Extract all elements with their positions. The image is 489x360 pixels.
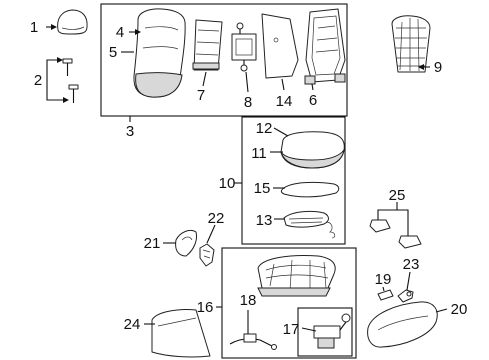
back-board-part xyxy=(261,13,299,79)
bracket-pair-part xyxy=(369,219,422,249)
side-trim-part xyxy=(151,309,211,358)
cushion-heater-part xyxy=(283,210,336,239)
callout-17: 17 xyxy=(283,321,300,338)
leader-lines xyxy=(46,24,448,334)
callout-22: 22 xyxy=(208,210,225,227)
callout-15: 15 xyxy=(254,180,271,197)
cushion-cover-part xyxy=(280,131,345,169)
callout-1: 1 xyxy=(30,19,38,36)
callout-24: 24 xyxy=(124,316,141,333)
switch-part xyxy=(377,289,394,301)
callout-8: 8 xyxy=(244,94,252,111)
trim-cover-part xyxy=(175,229,197,257)
callout-21: 21 xyxy=(144,235,161,252)
callout-5: 5 xyxy=(109,44,117,61)
callout-2: 2 xyxy=(34,72,42,89)
callout-10: 10 xyxy=(219,175,236,192)
seat-back-group-box xyxy=(100,3,348,117)
callout-4: 4 xyxy=(116,24,124,41)
frame-group-box xyxy=(221,247,357,359)
callout-18: 18 xyxy=(240,292,257,309)
callout-13: 13 xyxy=(256,212,273,229)
callout-19: 19 xyxy=(375,271,392,288)
callout-14: 14 xyxy=(276,93,293,110)
cushion-group-box xyxy=(241,116,346,245)
callout-11: 11 xyxy=(251,145,267,162)
headrest-guide-part xyxy=(62,58,79,103)
callout-7: 7 xyxy=(197,87,205,104)
seat-back-pad-part xyxy=(192,19,223,71)
lumbar-support-part xyxy=(231,22,257,72)
clip-part xyxy=(199,243,215,267)
callout-16: 16 xyxy=(197,299,214,316)
callout-12: 12 xyxy=(256,120,273,137)
seat-back-heater-part xyxy=(391,15,431,73)
cable-part xyxy=(229,333,277,350)
callout-9: 9 xyxy=(434,59,442,76)
callout-25: 25 xyxy=(389,187,406,204)
seat-back-frame-part xyxy=(304,8,346,85)
callout-23: 23 xyxy=(403,256,420,273)
side-shield-part xyxy=(367,301,438,348)
knob-part xyxy=(397,289,414,303)
cushion-pad-part xyxy=(280,181,340,198)
seat-back-cover-part xyxy=(133,8,186,98)
motor-subgroup-box xyxy=(297,307,353,357)
callout-3: 3 xyxy=(126,123,134,140)
headrest-part xyxy=(57,9,88,35)
seat-cushion-frame-part xyxy=(257,255,336,297)
callout-6: 6 xyxy=(309,92,317,109)
callout-20: 20 xyxy=(451,301,468,318)
motor-part xyxy=(313,313,351,349)
